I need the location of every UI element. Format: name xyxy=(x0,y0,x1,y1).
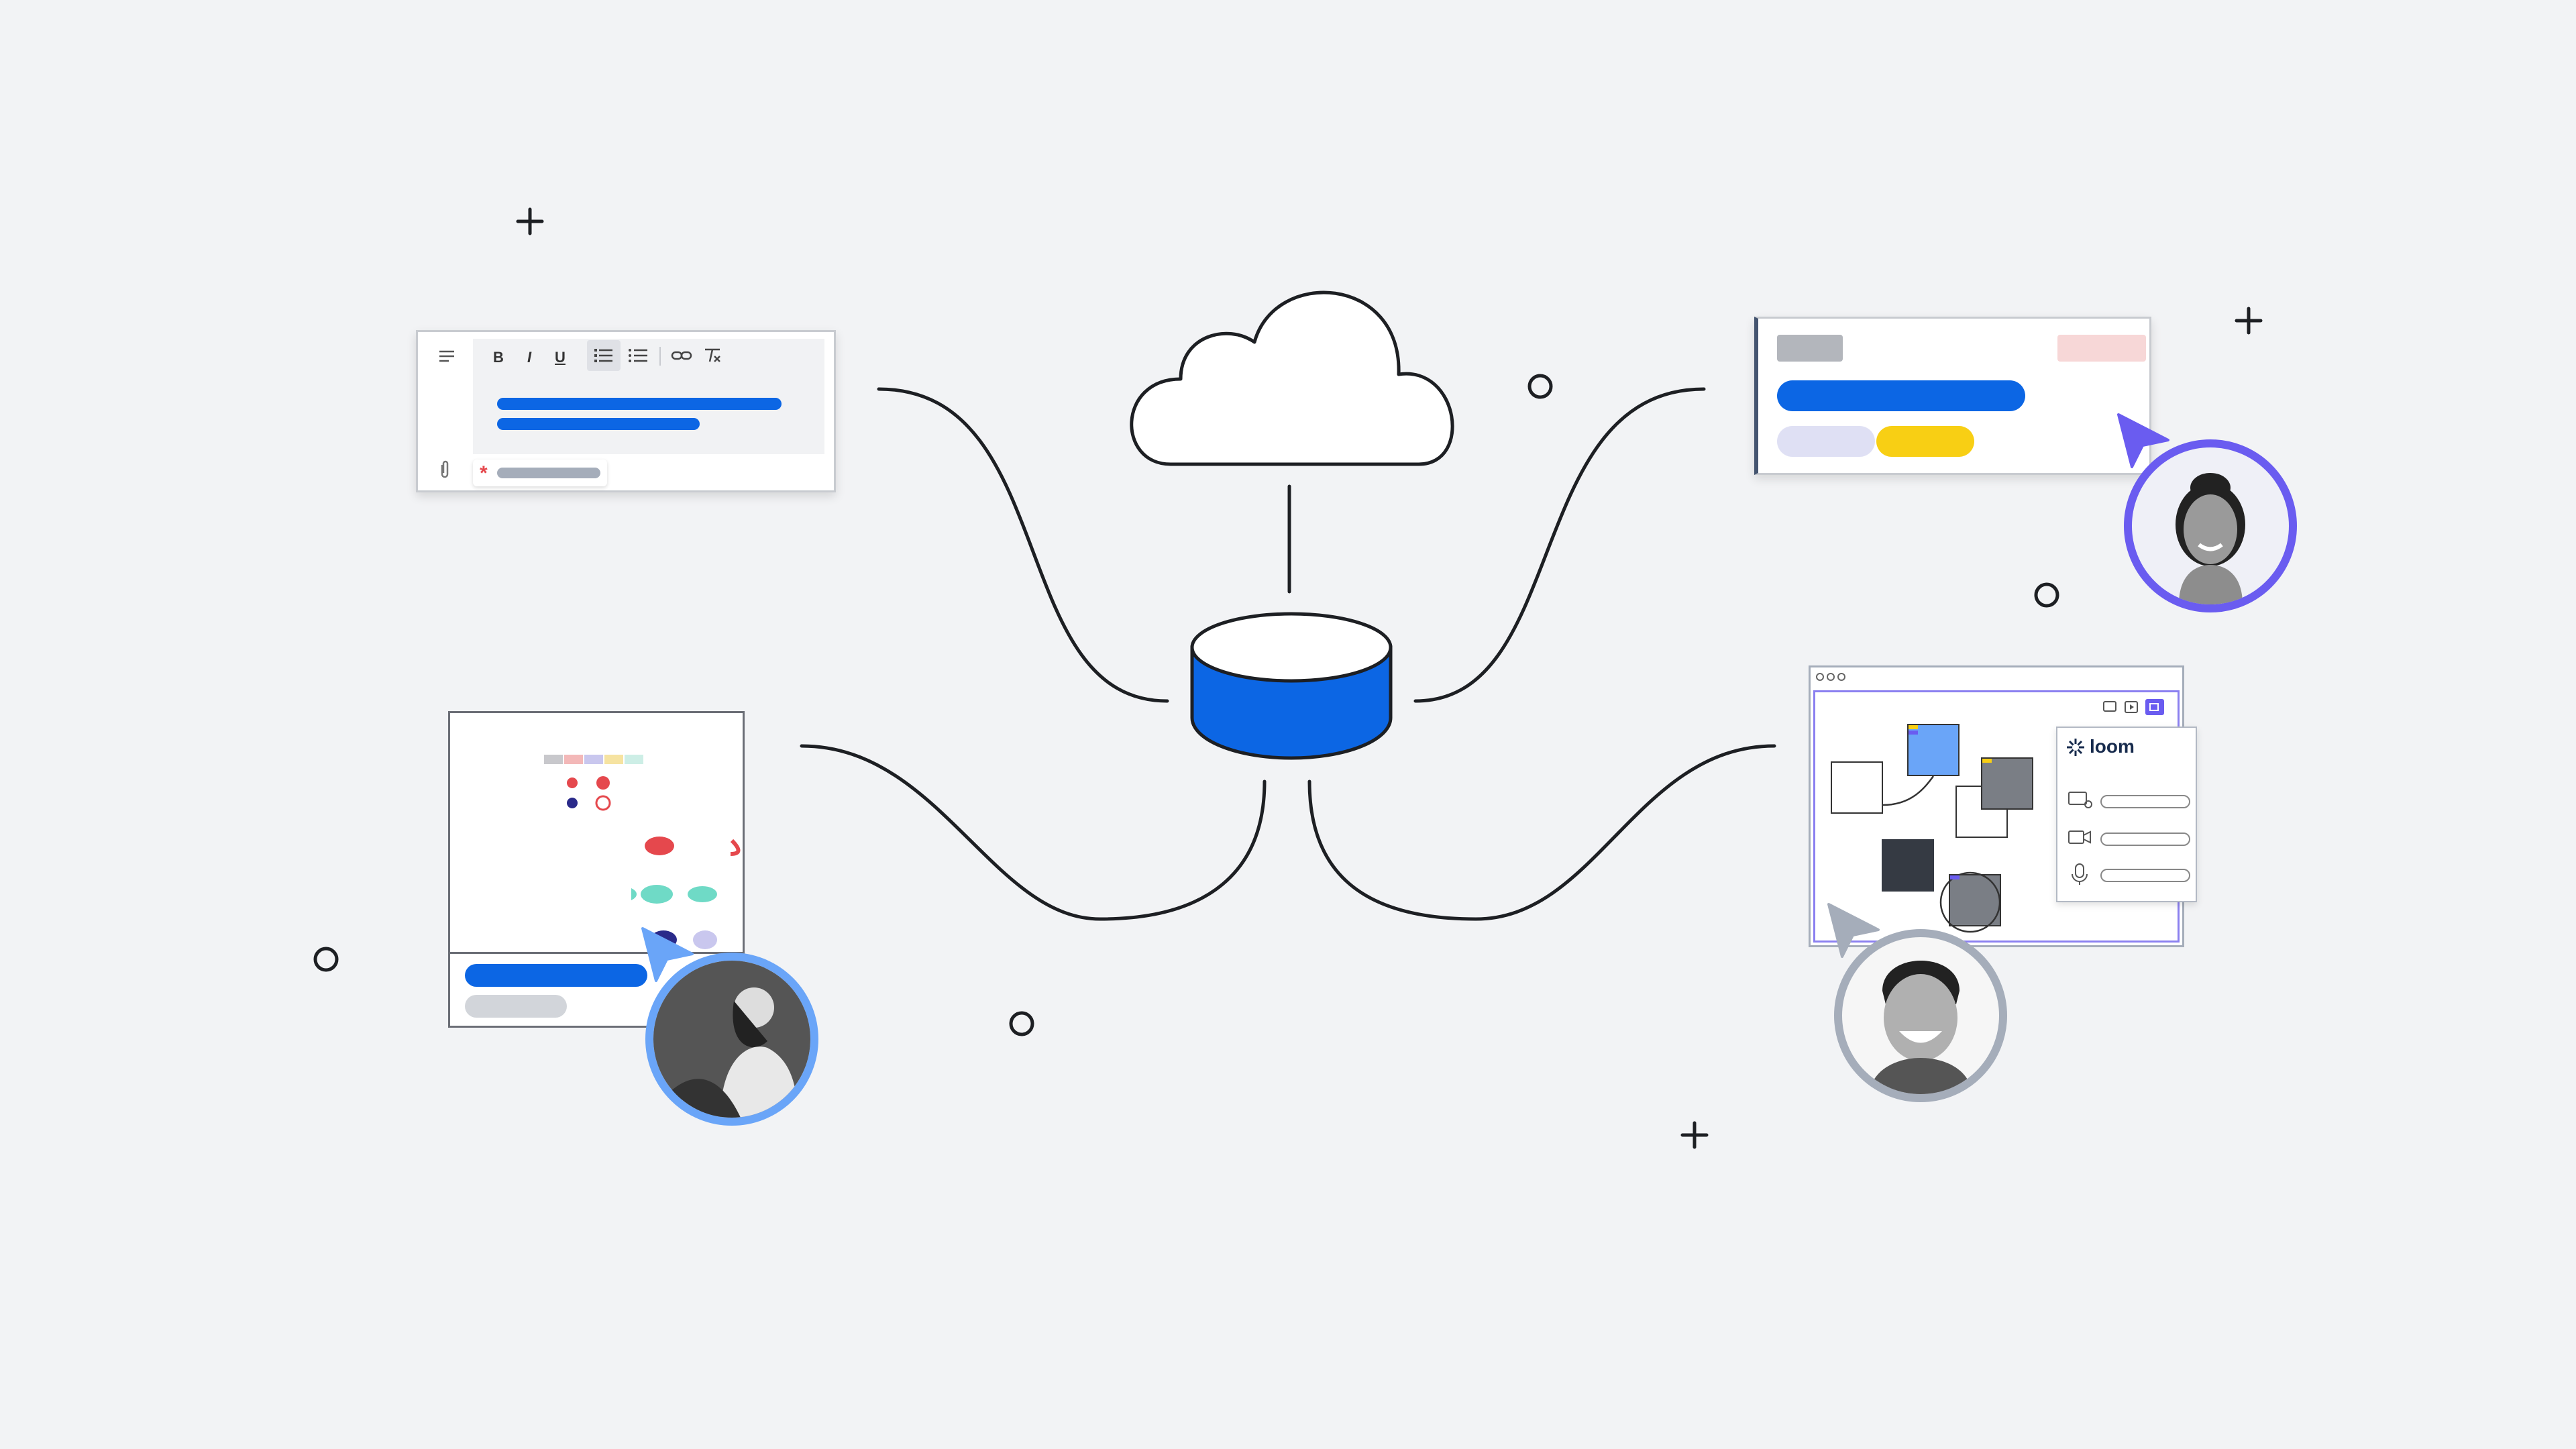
cursor-icon xyxy=(1827,903,1880,958)
color-swatches xyxy=(544,755,643,764)
image-gallery-card xyxy=(448,711,745,1028)
image-area xyxy=(450,713,743,954)
circle-icon xyxy=(1527,374,1553,399)
connector-curves xyxy=(1882,725,2001,933)
avatar-woman-seated xyxy=(645,953,818,1126)
clear-format-icon[interactable] xyxy=(702,347,722,364)
person-portrait xyxy=(653,961,810,1118)
record-button[interactable] xyxy=(2145,698,2165,716)
loom-label: loom xyxy=(2090,736,2135,757)
comment-icon[interactable] xyxy=(2102,700,2118,714)
text-line xyxy=(497,398,782,410)
bullet-list-icon[interactable] xyxy=(627,347,650,364)
screen-icon[interactable] xyxy=(2067,790,2094,810)
progress-bar xyxy=(1777,380,2025,411)
status-placeholder xyxy=(2057,335,2146,362)
reaction-icons xyxy=(567,776,611,811)
option-bar[interactable] xyxy=(2100,833,2190,846)
connector-bottom-right xyxy=(1307,744,1776,921)
option-bar[interactable] xyxy=(2100,869,2190,882)
whiteboard-window: loom xyxy=(1809,665,2197,947)
numbered-list-icon xyxy=(594,349,612,362)
bold-button[interactable]: B xyxy=(493,349,504,366)
plus-icon xyxy=(2235,307,2263,335)
camera-icon[interactable] xyxy=(2067,827,2094,847)
tag-lavender xyxy=(1777,426,1875,457)
toolbar-divider xyxy=(659,347,661,366)
avatar-man xyxy=(1834,929,2007,1102)
task-card xyxy=(1754,317,2151,475)
plus-icons xyxy=(516,207,2263,1149)
person-portrait xyxy=(1869,961,1972,1094)
loom-panel: loom xyxy=(2056,727,2197,902)
shape-dark[interactable] xyxy=(1882,839,1934,892)
shape-gray[interactable] xyxy=(1981,757,2033,810)
database-icon xyxy=(1190,612,1393,760)
circle-icons xyxy=(313,374,2059,1036)
cursor-icon xyxy=(641,927,694,982)
text-line xyxy=(497,418,700,430)
required-asterisk: * xyxy=(480,462,488,484)
numbered-list-button[interactable] xyxy=(587,340,621,371)
primary-action-bar xyxy=(465,964,647,987)
play-icon[interactable] xyxy=(2123,700,2139,714)
connector-top-right xyxy=(1413,387,1706,703)
field-placeholder xyxy=(497,468,600,478)
circle-icon xyxy=(2034,582,2059,608)
align-icon xyxy=(439,350,454,362)
paperclip-icon[interactable] xyxy=(438,460,451,480)
circle-icon xyxy=(1009,1011,1034,1036)
avatar-woman xyxy=(2124,439,2297,612)
cloud-icon xyxy=(1130,290,1454,466)
connector-bottom-left xyxy=(800,744,1267,921)
italic-button[interactable]: I xyxy=(527,349,532,366)
shape-outline[interactable] xyxy=(1831,761,1883,814)
cursor-icon xyxy=(2117,413,2169,468)
secondary-action-bar xyxy=(465,995,567,1018)
microphone-icon[interactable] xyxy=(2070,862,2090,886)
underline-button[interactable]: U xyxy=(555,349,566,366)
plus-icon xyxy=(1680,1121,1709,1149)
plus-icon xyxy=(516,207,544,235)
person-portrait xyxy=(2176,473,2245,604)
link-icon[interactable] xyxy=(670,347,693,364)
editor-body[interactable] xyxy=(473,339,824,454)
loom-icon xyxy=(2067,739,2084,756)
required-field[interactable]: * xyxy=(473,460,607,486)
label-placeholder xyxy=(1777,335,1843,362)
option-bar[interactable] xyxy=(2100,795,2190,808)
connector-top-left xyxy=(877,387,1169,703)
tag-yellow xyxy=(1876,426,1974,457)
rich-text-editor-card: B I U * xyxy=(416,330,836,492)
circle-icon xyxy=(313,947,339,972)
window-controls xyxy=(1816,673,1845,681)
